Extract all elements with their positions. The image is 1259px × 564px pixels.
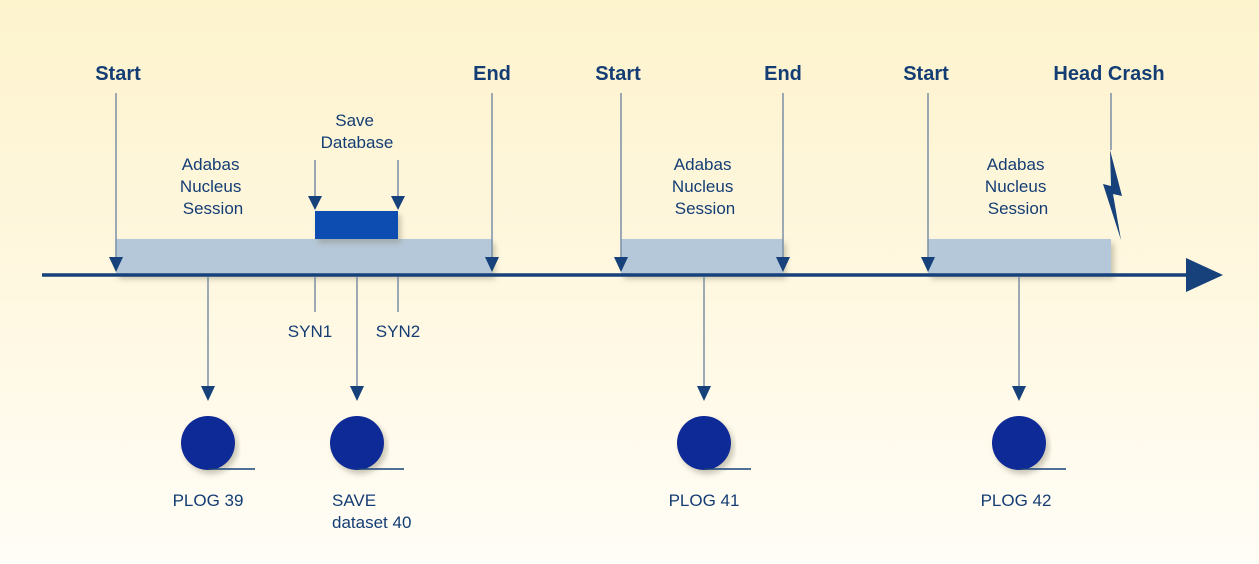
timeline-arrow-head (1186, 258, 1223, 292)
session-label-3: Adabas Nucleus Session (985, 155, 1051, 218)
tape-reel-icon (181, 416, 255, 470)
save-database-block (315, 211, 398, 239)
syn2-label: SYN2 (376, 322, 420, 341)
event-label-start1: Start (95, 63, 141, 85)
save-database-label: Save Database (321, 111, 394, 152)
tape-reel-icon (330, 416, 404, 470)
session-label-2: Adabas Nucleus Session (672, 155, 738, 218)
output-arrow-save40 (350, 277, 364, 401)
session-bar-1 (116, 239, 492, 275)
tape-reel-icon (677, 416, 751, 470)
event-marker-end1 (485, 93, 499, 272)
output-arrow-plog39 (201, 277, 215, 401)
session-bar-3 (928, 239, 1111, 275)
event-label-start2: Start (595, 63, 641, 85)
output-arrow-plog41 (697, 277, 711, 401)
syn1-label: SYN1 (288, 322, 332, 341)
event-marker-end2 (776, 93, 790, 272)
event-marker-start1 (109, 93, 123, 272)
event-label-end1: End (473, 63, 511, 85)
event-label-start3: Start (903, 63, 949, 85)
event-label-head-crash: Head Crash (1053, 63, 1164, 85)
output-arrow-plog42 (1012, 277, 1026, 401)
save-end-arrow (391, 160, 405, 210)
output-label-plog42: PLOG 42 (981, 491, 1052, 510)
output-label-plog39: PLOG 39 (173, 491, 244, 510)
event-marker-start3 (921, 93, 935, 272)
session-bar-2 (621, 239, 783, 275)
event-label-end2: End (764, 63, 802, 85)
session-label-1: Adabas Nucleus Session (180, 155, 246, 218)
lightning-bolt-icon (1103, 150, 1122, 240)
output-label-plog41: PLOG 41 (669, 491, 740, 510)
save-start-arrow (308, 160, 322, 210)
event-marker-start2 (614, 93, 628, 272)
tape-reel-icon (992, 416, 1066, 470)
output-label-save40: SAVE dataset 40 (332, 491, 411, 532)
